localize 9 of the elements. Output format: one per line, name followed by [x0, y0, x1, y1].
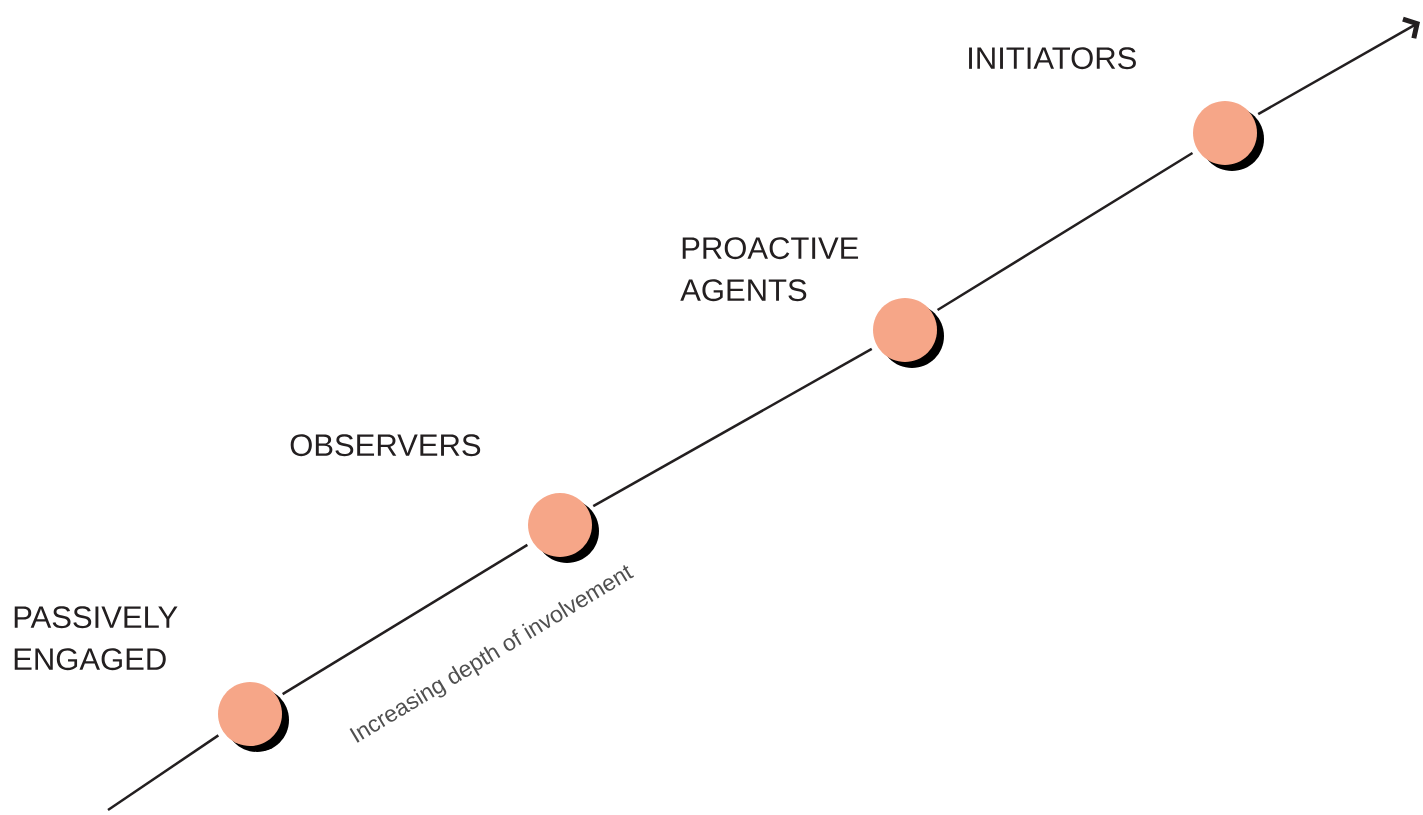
circle-marker — [1193, 101, 1264, 171]
stage-label: INITIATORS — [969, 47, 1136, 70]
stage-label: OBSERVERS — [290, 434, 481, 457]
circle-marker — [218, 682, 289, 752]
arrow — [1257, 16, 1420, 116]
circle-marker — [873, 298, 944, 368]
stage-label: PASSIVELY ENGAGED — [14, 606, 178, 671]
stage-label: PROACTIVE AGENTS — [680, 237, 859, 302]
circle-marker — [528, 493, 599, 563]
